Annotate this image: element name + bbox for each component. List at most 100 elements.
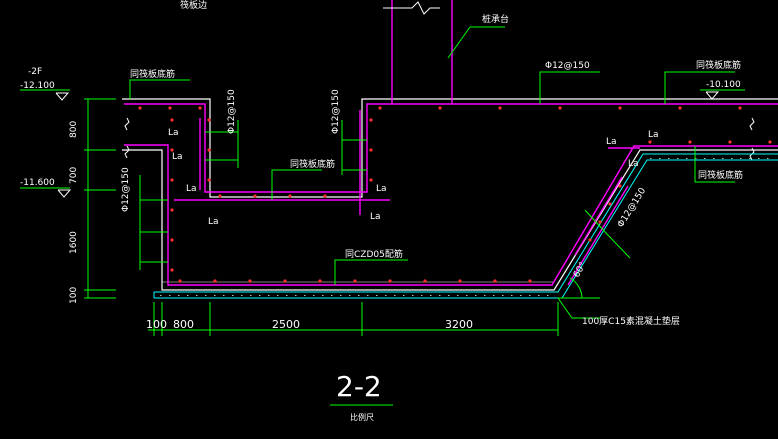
cushion-hatch-dot xyxy=(286,295,288,296)
rebar-section-dot xyxy=(738,106,742,110)
cushion-hatch-dot xyxy=(403,295,405,296)
leader-lines xyxy=(129,26,735,406)
la-mark: La xyxy=(628,159,639,169)
cushion-hatch-dot xyxy=(466,295,468,296)
cushion-hatch-dot xyxy=(520,295,522,296)
cushion-hatch-dot xyxy=(430,295,432,296)
rebar-slope-outer xyxy=(574,176,623,256)
cushion-hatch-dot xyxy=(695,158,697,159)
cushion-hatch-dot xyxy=(304,295,306,296)
cushion-hatch-dot xyxy=(448,295,450,296)
la-mark: La xyxy=(208,217,219,227)
rebar-section-dot xyxy=(378,106,382,110)
concrete-outline xyxy=(122,98,778,291)
cushion-hatch-dot xyxy=(277,295,279,296)
cushion-layer xyxy=(153,153,778,299)
section-subtitle: 比例尺 xyxy=(350,412,374,422)
cushion-hatch-dot xyxy=(214,295,216,296)
rebar-section-dot xyxy=(170,148,174,152)
angle-arc xyxy=(569,277,583,299)
rebar-left-wall-label-a: Φ12@150 xyxy=(121,167,131,212)
top-right-rebar-leader xyxy=(539,71,600,104)
slope-rebar-leader xyxy=(584,209,631,259)
rebar-section-dot xyxy=(168,106,172,110)
rebar-section-dot xyxy=(768,140,772,144)
rebar-section-dot xyxy=(728,140,732,144)
rebar-section-dot xyxy=(369,148,373,152)
la-mark: La xyxy=(376,184,387,194)
dim-v-1600: 1600 xyxy=(69,231,79,254)
break-mark-right-top xyxy=(749,117,755,131)
rebar-section-dot xyxy=(588,238,592,242)
rebar-section-dot xyxy=(558,106,562,110)
elevation-left-2-label: -11.600 xyxy=(20,178,55,188)
cushion-label: 100厚C15素混凝土垫层 xyxy=(582,315,680,327)
rebar-section-dot xyxy=(458,279,462,283)
rebar-bottom-label: 同CZD05配筋 xyxy=(345,248,403,260)
rebar-section-dot xyxy=(323,194,327,198)
dim-v-100: 100 xyxy=(69,287,79,304)
elevation-right-label: -10.100 xyxy=(706,80,741,90)
rebar-section-dot xyxy=(170,208,174,212)
same-bottom-mid-leader xyxy=(271,169,322,200)
cushion-hatch-dot xyxy=(421,295,423,296)
la-mark: La xyxy=(172,152,183,162)
cushion-hatch-dot xyxy=(529,295,531,296)
slab-bottom-left-edge xyxy=(122,149,778,291)
cushion-hatch-dot xyxy=(223,295,225,296)
elevation-left-1-label: -12.100 xyxy=(20,81,55,91)
cushion-hatch-dot xyxy=(767,158,769,159)
dimension-lines xyxy=(20,89,745,336)
rebar-section-dot xyxy=(207,178,211,182)
rebar-section-dot xyxy=(283,279,287,283)
cushion-hatch-dot xyxy=(232,295,234,296)
rebar-slope-inner xyxy=(567,185,629,286)
cushion-hatch-dot xyxy=(250,295,252,296)
cushion-hatch-dot xyxy=(713,158,715,159)
cushion-hatch-dot xyxy=(484,295,486,296)
rebar-lines xyxy=(124,0,778,286)
rebar-section-dot xyxy=(608,202,612,206)
cushion-hatch-dot xyxy=(367,295,369,296)
cushion-hatch-dot xyxy=(740,158,742,159)
dim-v-700: 700 xyxy=(69,167,79,184)
rebar-section-dot xyxy=(138,106,142,110)
cushion-hatch-dot xyxy=(295,295,297,296)
rebar-top-right-label: Φ12@150 xyxy=(545,61,590,71)
cushion-hatch-dot xyxy=(376,295,378,296)
elevation-markers xyxy=(55,1,720,198)
la-mark: La xyxy=(168,128,179,138)
cushion-hatch-dot xyxy=(187,295,189,296)
cushion-hatch-dot xyxy=(358,295,360,296)
cushion-hatch-dot xyxy=(475,295,477,296)
rebar-section-dot xyxy=(198,106,202,110)
rebar-section-dot xyxy=(493,279,497,283)
same-bottom-left-label: 同筏板底筋 xyxy=(130,68,175,80)
cushion-hatch-dot xyxy=(659,158,661,159)
cushion-hatch-dot xyxy=(331,295,333,296)
cushion-hatch-dot xyxy=(412,295,414,296)
rebar-section-dot xyxy=(253,194,257,198)
slab-top-left-edge xyxy=(122,98,778,198)
dim-h-800: 800 xyxy=(173,318,194,331)
rebar-section-dot xyxy=(388,279,392,283)
rebar-section-dot xyxy=(218,194,222,198)
elev-marker-left-2 xyxy=(57,189,72,198)
cushion-hatch xyxy=(160,158,769,296)
cushion-hatch-dot xyxy=(313,295,315,296)
cushion-hatch-dot xyxy=(394,295,396,296)
rebar-section-dot xyxy=(648,140,652,144)
rebar-section-dot xyxy=(598,220,602,224)
section-title: 2-2 xyxy=(336,370,382,403)
rebar-section-dot xyxy=(528,279,532,283)
cushion-hatch-dot xyxy=(385,295,387,296)
top-break-mark xyxy=(383,1,440,15)
rebar-section-dot xyxy=(678,106,682,110)
cushion-hatch-dot xyxy=(493,295,495,296)
cushion-hatch-dot xyxy=(758,158,760,159)
same-bottom-left-leader xyxy=(129,79,190,99)
rebar-section-dot xyxy=(288,194,292,198)
cushion-hatch-dot xyxy=(722,158,724,159)
rebar-section-dot xyxy=(423,279,427,283)
rebar-slope-label: Φ12@150 xyxy=(616,186,648,229)
